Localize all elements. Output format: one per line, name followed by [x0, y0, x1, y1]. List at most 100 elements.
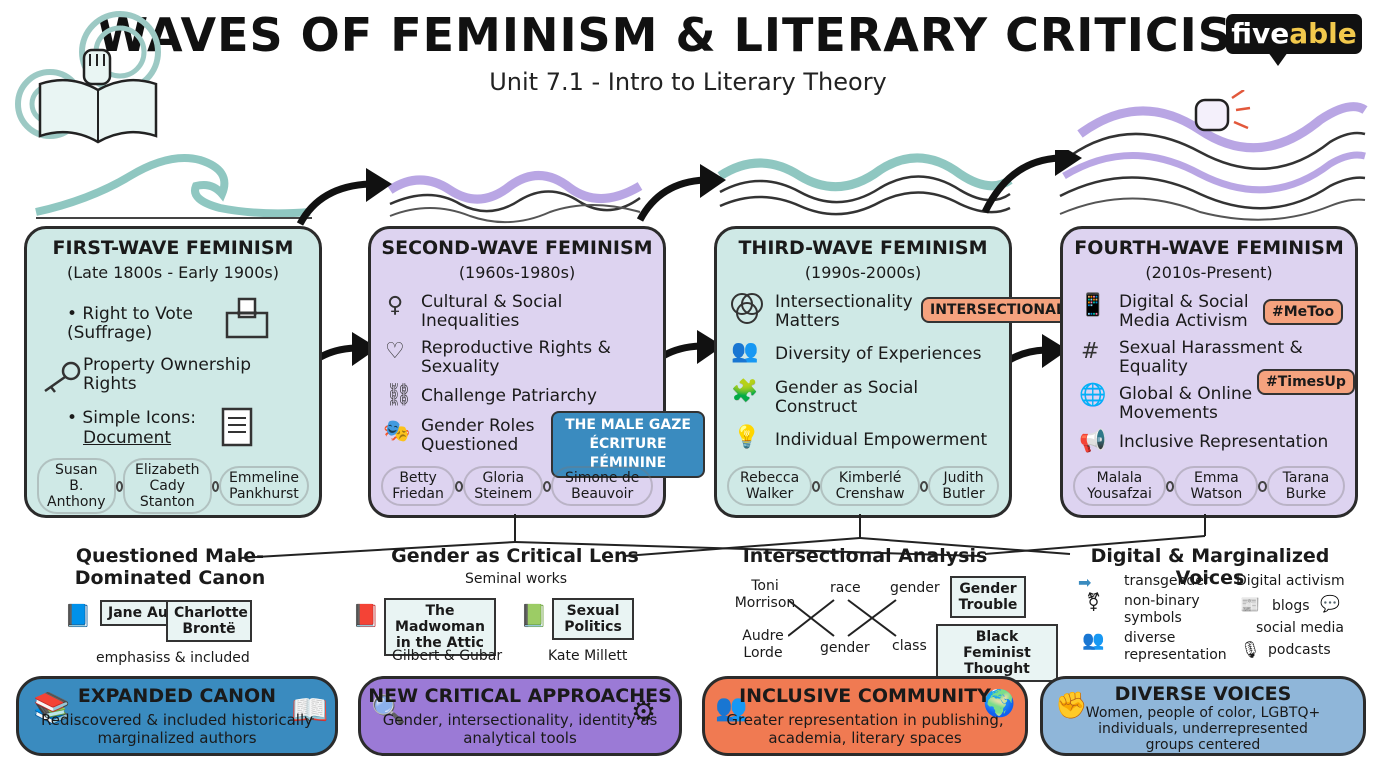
fourth-wave-title: FOURTH-WAVE FEMINISM: [1074, 237, 1344, 259]
digital-blogs: blogs: [1272, 598, 1310, 614]
figure-yousafzai: Malala Yousafzai: [1073, 466, 1166, 506]
second-wave-card: SECOND-WAVE FEMINISM (1960s-1980s) ♀ Cul…: [368, 226, 705, 518]
intersection-cross-lines: [788, 599, 897, 637]
book-icon: 📕: [352, 604, 380, 629]
gears-icon: ⚙: [631, 695, 657, 728]
community-people-icon: 👥: [715, 693, 748, 723]
megaphone-icon: 📢: [1079, 429, 1107, 454]
fourth-wave-item-harassment: Sexual Harassment & Equality: [1119, 338, 1303, 377]
fourth-wave-item-digital: Digital & Social Media Activism: [1119, 292, 1249, 331]
ballot-box-icon: [225, 297, 269, 339]
magnifier-icon: 🔍: [371, 693, 406, 726]
intersectionality-tag: INTERSECTIONALITY: [921, 297, 1099, 323]
footer-title: NEW CRITICAL APPROACHES: [368, 685, 672, 707]
book-sexual-politics: Sexual Politics: [552, 598, 634, 640]
ecriture-feminine-label: ÉCRITURE FÉMININE: [589, 436, 667, 471]
diverse-voices-footer: ✊ DIVERSE VOICES Women, people of color,…: [1040, 676, 1366, 756]
figure-pankhurst: Emmeline Pankhurst: [218, 466, 309, 506]
separator-dot: [212, 480, 219, 492]
second-wave-title: SECOND-WAVE FEMINISM: [381, 237, 653, 259]
puzzle-icon: 🧩: [731, 379, 759, 404]
book-icon: 📘: [64, 604, 92, 629]
third-wave-item-construct: Gender as Social Construct: [775, 378, 919, 417]
stacked-books-icon: 📚: [33, 691, 71, 726]
figure-walker: Rebecca Walker: [727, 466, 813, 506]
third-wave-figures: Rebecca Walker Kimberlé Crenshaw Judith …: [727, 465, 999, 507]
figure-crenshaw: Kimberlé Crenshaw: [820, 466, 920, 506]
digital-left-nonbinary: non-binary symbols: [1124, 593, 1200, 626]
key-icon: [44, 361, 81, 393]
digital-podcasts: podcasts: [1268, 642, 1331, 658]
footer-title: INCLUSIVE COMMUNITY: [739, 685, 991, 707]
fourth-wave-card: FOURTH-WAVE FEMINISM (2010s-Present) 📱 D…: [1060, 226, 1358, 518]
globe-icon: 🌐: [1079, 383, 1107, 408]
separator-dot: [455, 480, 464, 492]
fourth-wave-period: (2010s-Present): [1145, 263, 1273, 282]
third-wave-title: THIRD-WAVE FEMINISM: [738, 237, 988, 259]
footer-text: Gender, intersectionality, identity as a…: [382, 711, 658, 747]
third-wave-period: (1990s-2000s): [804, 263, 922, 282]
third-wave-card: THIRD-WAVE FEMINISM (1990s-2000s) Inters…: [714, 226, 1099, 518]
term-gender-bottom: gender: [820, 640, 870, 656]
book-icon: 📗: [520, 604, 548, 629]
male-gaze-tag: THE MALE GAZE ÉCRITURE FÉMININE: [551, 411, 705, 478]
figure-friedan: Betty Friedan: [381, 466, 456, 506]
footer-title: DIVERSE VOICES: [1114, 683, 1292, 705]
name-morrison: Toni Morrison: [734, 578, 796, 611]
figure-butler: Judith Butler: [928, 466, 999, 506]
metoo-tag: #MeToo: [1263, 299, 1344, 325]
lens-heading: Gender as Critical Lens: [391, 545, 639, 567]
fourth-wave-item-global: Global & Online Movements: [1119, 384, 1253, 423]
second-wave-period: (1960s-1980s): [458, 263, 576, 282]
figure-anthony: Susan B. Anthony: [37, 458, 116, 514]
canon-note: emphasiss & included: [96, 650, 250, 666]
separator-dot: [812, 480, 821, 492]
logo-text-a: five: [1231, 17, 1290, 50]
book-bronte: Charlotte Brontë: [166, 600, 252, 642]
fiveable-logo[interactable]: fiveable: [1226, 14, 1362, 54]
second-wave-item-reproductive: Reproductive Rights & Sexuality: [421, 338, 611, 377]
first-wave-card: FIRST-WAVE FEMINISM (Late 1800s - Early …: [24, 226, 322, 518]
group-people-icon: 👥: [731, 339, 759, 364]
broken-chain-icon: ⛓: [385, 383, 413, 408]
book-gender-trouble: Gender Trouble: [950, 576, 1026, 618]
page-subtitle: Unit 7.1 - Intro to Literary Theory: [489, 68, 887, 96]
second-wave-item-patriarchy: Challenge Patriarchy: [421, 386, 597, 406]
separator-dot: [543, 480, 552, 492]
term-class: class: [892, 638, 927, 654]
first-wave-item-property: Property Ownership Rights: [83, 355, 251, 394]
third-wave-item-intersectionality: Intersectionality Matters: [775, 292, 913, 331]
male-gaze-label: THE MALE GAZE: [565, 417, 691, 433]
arrow-right-icon: ➡: [1078, 573, 1092, 592]
separator-dot: [1258, 480, 1267, 492]
third-wave-item-diversity: Diversity of Experiences: [775, 344, 982, 364]
digital-left-diverse: diverse representation: [1124, 630, 1227, 663]
podcast-icon: 🎙: [1240, 640, 1261, 659]
book-black-feminist-thought: Black Feminist Thought: [936, 624, 1058, 682]
first-wave-period: (Late 1800s - Early 1900s): [67, 263, 279, 282]
heart-icon: ♡: [385, 339, 405, 364]
fourth-wave-figures: Malala Yousafzai Emma Watson Tarana Burk…: [1073, 465, 1346, 507]
first-wave-title: FIRST-WAVE FEMINISM: [52, 237, 294, 259]
first-wave-item-vote: • Right to Vote (Suffrage): [67, 304, 193, 343]
second-wave-item-inequalities: Cultural & Social Inequalities: [421, 292, 563, 331]
people-icon: 👥: [1082, 630, 1105, 651]
footer-text: Rediscovered & included historically mar…: [41, 711, 313, 747]
canon-heading: Questioned Male-Dominated Canon: [74, 545, 266, 589]
book-madwoman: The Madwoman in the Attic: [384, 598, 496, 656]
theater-masks-icon: 🎭: [383, 419, 411, 444]
fourth-wave-item-inclusive: Inclusive Representation: [1119, 432, 1329, 452]
term-gender-top: gender: [890, 580, 940, 596]
logo-speech-tail: [1268, 52, 1288, 66]
new-critical-approaches-footer: 🔍 ⚙ NEW CRITICAL APPROACHES Gender, inte…: [358, 676, 682, 756]
newspaper-icon: 📰: [1240, 595, 1260, 614]
chat-bubble-icon: 💬: [1320, 594, 1340, 613]
raised-hands-icon: ✊: [1055, 691, 1088, 721]
figure-steinem: Gloria Steinem: [463, 466, 544, 506]
first-wave-figures: Susan B. Anthony Elizabeth Cady Stanton …: [37, 458, 309, 514]
timesup-tag: #TimesUp: [1257, 369, 1355, 395]
lightbulb-icon: 💡: [733, 425, 761, 450]
footer-text: Greater representation in publishing, ac…: [726, 711, 1004, 747]
page-title: WAVES OF FEMINISM & LITERARY CRITICISM: [97, 8, 1279, 62]
inclusive-community-footer: 👥 🌍 INCLUSIVE COMMUNITY Greater represen…: [702, 676, 1028, 756]
